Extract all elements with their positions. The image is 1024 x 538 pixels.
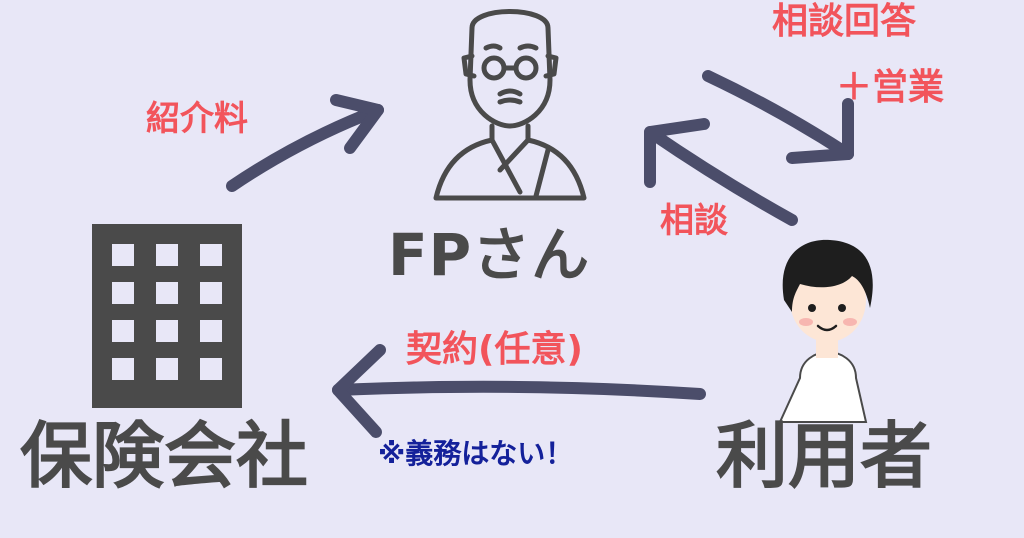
answer-label-line2: ＋営業 (836, 67, 945, 108)
user-person-icon (778, 239, 873, 423)
consultation-arrow (644, 118, 798, 226)
contract-arrow (332, 344, 706, 438)
no-obligation-note: ※義務はない！ (378, 437, 574, 470)
answer-label-line1: 相談回答 (772, 1, 917, 42)
insurer-label: 保険会社 (20, 414, 309, 498)
contract-label: 契約(任意) (406, 329, 583, 370)
answer-arrow (702, 70, 854, 164)
referral-fee-arrow (226, 94, 384, 192)
fp-person-icon (433, 9, 587, 201)
user-label: 利用者 (716, 414, 933, 498)
consultation-label: 相談 (660, 201, 728, 241)
referral-fee-label: 紹介料 (146, 99, 248, 139)
building-icon (92, 224, 242, 408)
fp-label: FPさん (388, 221, 591, 289)
